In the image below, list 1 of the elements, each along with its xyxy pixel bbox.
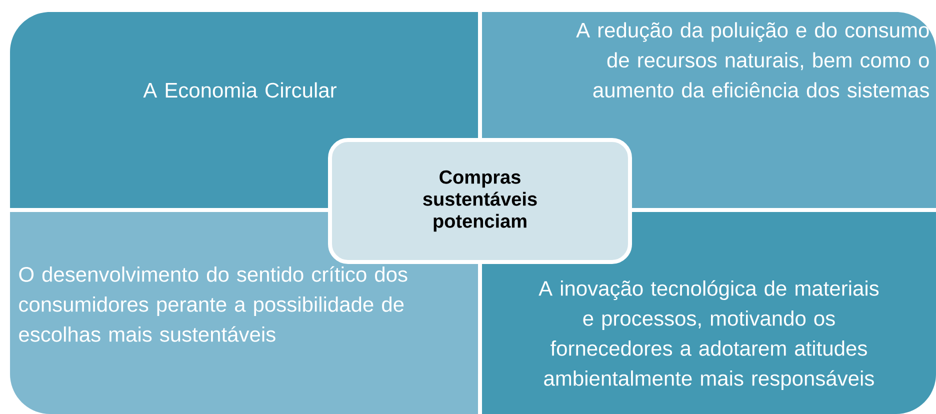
center-box: Compras sustentáveis potenciam — [328, 138, 632, 264]
